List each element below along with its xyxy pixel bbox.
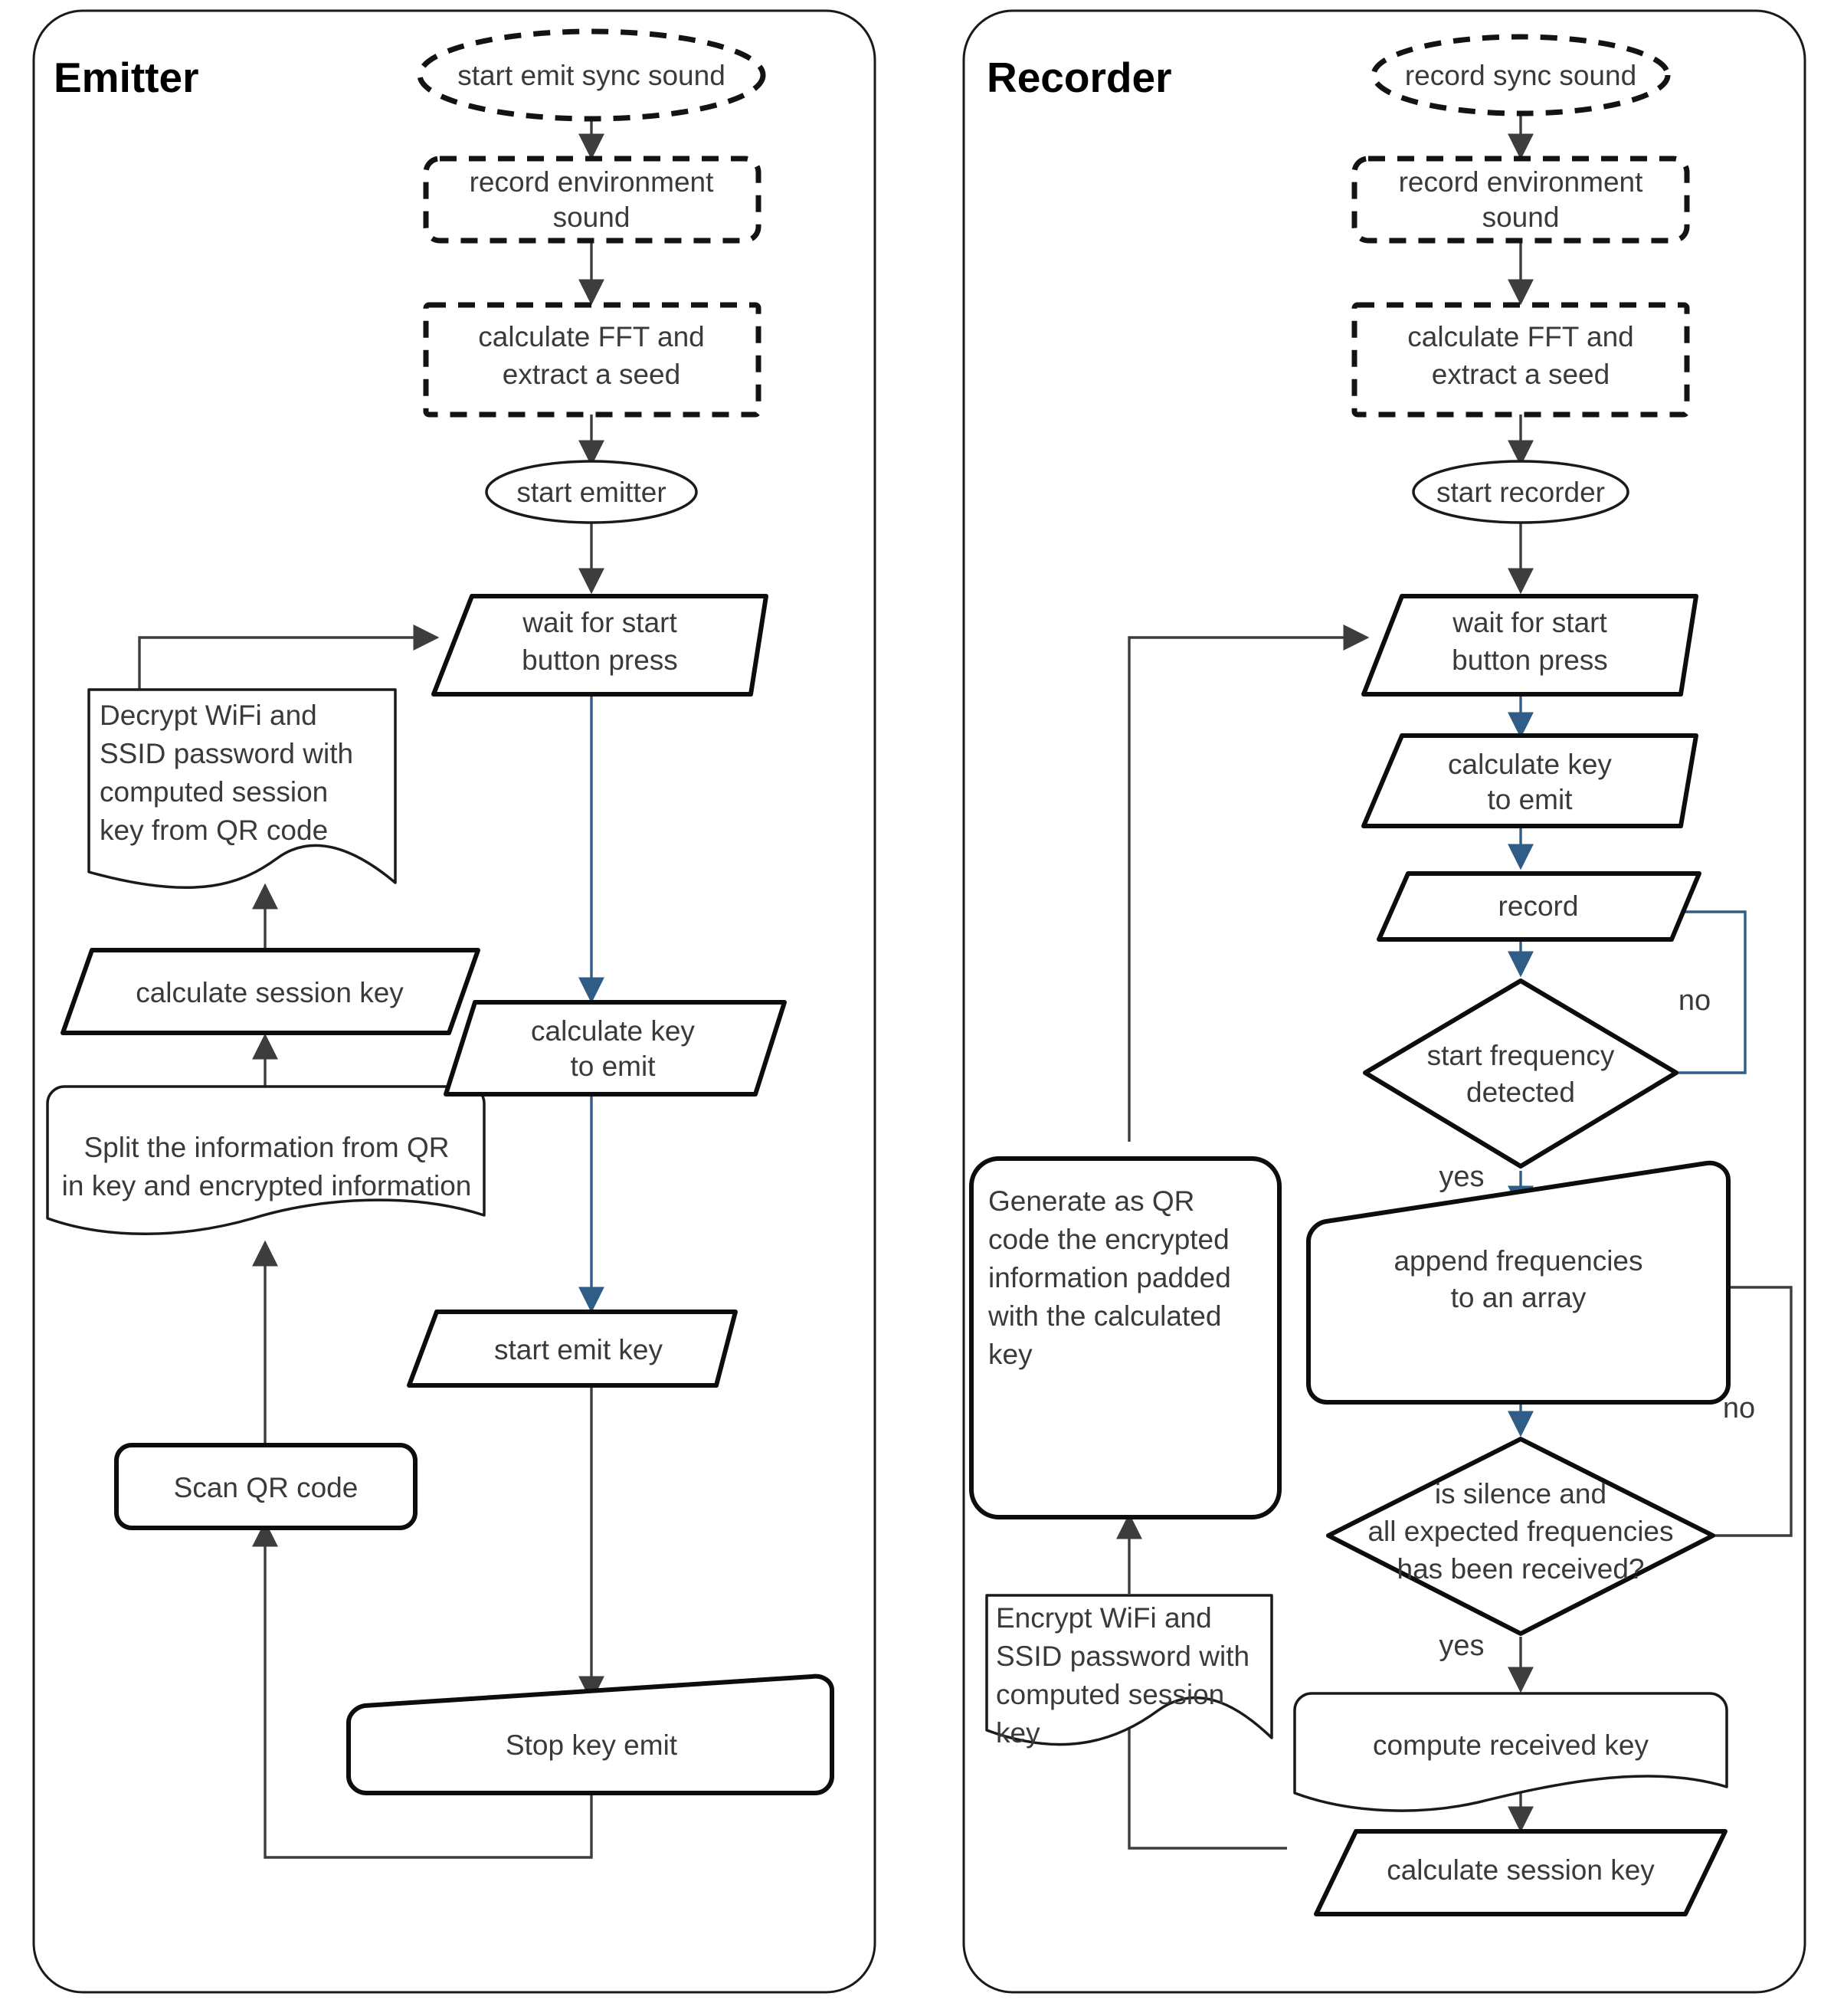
recorder-record-sync-sound-label: record sync sound [1405, 60, 1636, 91]
recorder-panel [962, 9, 1806, 1994]
emitter-split-information-document [46, 1085, 486, 1235]
recorder-encrypt-label-2: SSID password with [996, 1641, 1249, 1672]
recorder-generate-qr-code [969, 1156, 1282, 1519]
edge-stopkeyemit-to-scanqr [252, 1520, 593, 1859]
recorder-calculate-key-to-emit [1361, 733, 1698, 828]
recorder-record-sync-sound [1371, 34, 1671, 116]
emitter-calculate-fft-label-1: calculate FFT and [478, 321, 704, 352]
emitter-decrypt-label-4: key from QR code [100, 815, 328, 846]
recorder-append-label-2: to an array [1451, 1282, 1587, 1313]
emitter-decrypt-label-1: Decrypt WiFi and [100, 700, 317, 731]
recorder-decision1-yes-label: yes [1439, 1161, 1484, 1193]
recorder-decision-silence-received [1326, 1437, 1715, 1636]
recorder-decision2-yes-label: yes [1439, 1630, 1484, 1662]
emitter-scan-qr-code-label: Scan QR code [174, 1472, 359, 1503]
emitter-split-label-2: in key and encrypted information [62, 1170, 472, 1201]
recorder-encrypt-label-3: computed session [996, 1679, 1224, 1710]
emitter-decrypt-wifi-document [87, 688, 397, 890]
emitter-calculate-key-label-2: to emit [570, 1051, 656, 1082]
recorder-decision1-label-2: detected [1466, 1077, 1575, 1108]
emitter-split-label-1: Split the information from QR [84, 1132, 449, 1163]
emitter-calculate-key-label-1: calculate key [531, 1015, 695, 1047]
recorder-calculate-session-key-label: calculate session key [1387, 1854, 1655, 1886]
emitter-record-environment-sound-label-2: sound [553, 202, 630, 233]
recorder-record-environment-sound [1351, 156, 1690, 244]
emitter-calculate-fft-label-2: extract a seed [503, 359, 680, 390]
recorder-record-label: record [1498, 890, 1579, 922]
emitter-wait-start-button [431, 594, 768, 697]
recorder-decision2-label-3: has been received? [1397, 1553, 1645, 1585]
emitter-calculate-key-to-emit [444, 1000, 787, 1097]
recorder-calculate-fft-label-1: calculate FFT and [1407, 321, 1633, 352]
recorder-decision-start-frequency [1363, 978, 1678, 1169]
recorder-record-environment-sound-label-1: record environment [1399, 166, 1643, 198]
emitter-start-emitter [485, 460, 698, 524]
emitter-start-emit-sync-sound-label: start emit sync sound [457, 60, 725, 91]
recorder-decision1-label-1: start frequency [1427, 1040, 1615, 1071]
recorder-calculate-fft [1351, 302, 1690, 418]
recorder-start-recorder [1412, 460, 1629, 524]
recorder-record-environment-sound-label-2: sound [1482, 202, 1560, 233]
recorder-wait-start-button [1361, 594, 1698, 697]
emitter-record-environment-sound-label-1: record environment [470, 166, 714, 198]
recorder-wait-start-button-label-1: wait for start [1452, 607, 1607, 638]
recorder-decision2-no-label: no [1723, 1392, 1755, 1424]
emitter-decrypt-label-2: SSID password with [100, 738, 353, 769]
emitter-start-emitter-label: start emitter [516, 477, 666, 508]
recorder-calculate-key-label-2: to emit [1487, 784, 1573, 815]
emitter-start-emit-key-label: start emit key [494, 1334, 663, 1365]
recorder-calculate-key-label-1: calculate key [1448, 749, 1612, 780]
recorder-calculate-session-key [1314, 1829, 1728, 1916]
rec-edge-decision2-no-loop [1682, 1274, 1793, 1537]
emitter-start-emit-key [407, 1310, 738, 1388]
emitter-record-environment-sound [423, 156, 761, 244]
recorder-compute-received-key-document [1293, 1692, 1728, 1812]
emitter-panel-title: Emitter [54, 54, 199, 101]
edge-decrypt-to-wait [138, 624, 440, 690]
recorder-generate-qr-label-5: key [988, 1339, 1033, 1370]
emitter-stop-key-emit-label: Stop key emit [506, 1729, 678, 1761]
emitter-start-emit-sync-sound [417, 28, 766, 122]
recorder-decision2-label-1: is silence and [1435, 1478, 1606, 1510]
recorder-decision1-no-label: no [1678, 985, 1711, 1017]
recorder-decision2-label-2: all expected frequencies [1367, 1516, 1673, 1547]
recorder-generate-qr-label-4: with the calculated [987, 1300, 1221, 1332]
rec-edge-session-to-encrypt [1116, 1675, 1287, 1850]
emitter-calculate-session-key [61, 948, 480, 1035]
recorder-panel-title: Recorder [987, 54, 1171, 101]
emitter-scan-qr-code [114, 1443, 418, 1530]
recorder-generate-qr-label-3: information padded [988, 1262, 1231, 1293]
recorder-encrypt-label-4: key [996, 1717, 1040, 1749]
recorder-encrypt-label-1: Encrypt WiFi and [996, 1602, 1212, 1634]
recorder-compute-received-key-label: compute received key [1373, 1729, 1649, 1761]
rec-edge-generateqr-to-wait [1128, 624, 1370, 1142]
emitter-wait-start-button-label-2: button press [522, 644, 678, 676]
emitter-stop-key-emit [346, 1673, 834, 1795]
emitter-wait-start-button-label-1: wait for start [522, 607, 677, 638]
emitter-decrypt-label-3: computed session [100, 776, 328, 808]
recorder-append-frequencies [1306, 1160, 1731, 1405]
emitter-panel [32, 9, 876, 1994]
recorder-wait-start-button-label-2: button press [1452, 644, 1608, 676]
recorder-append-label-1: append frequencies [1394, 1245, 1642, 1277]
emitter-calculate-session-key-label: calculate session key [136, 977, 404, 1008]
recorder-record [1377, 871, 1701, 942]
recorder-encrypt-wifi-document [985, 1594, 1273, 1746]
recorder-start-recorder-label: start recorder [1436, 477, 1605, 508]
recorder-calculate-fft-label-2: extract a seed [1432, 359, 1610, 390]
recorder-generate-qr-label-2: code the encrypted [988, 1224, 1230, 1255]
recorder-generate-qr-label-1: Generate as QR [988, 1185, 1194, 1217]
emitter-calculate-fft [423, 302, 761, 418]
